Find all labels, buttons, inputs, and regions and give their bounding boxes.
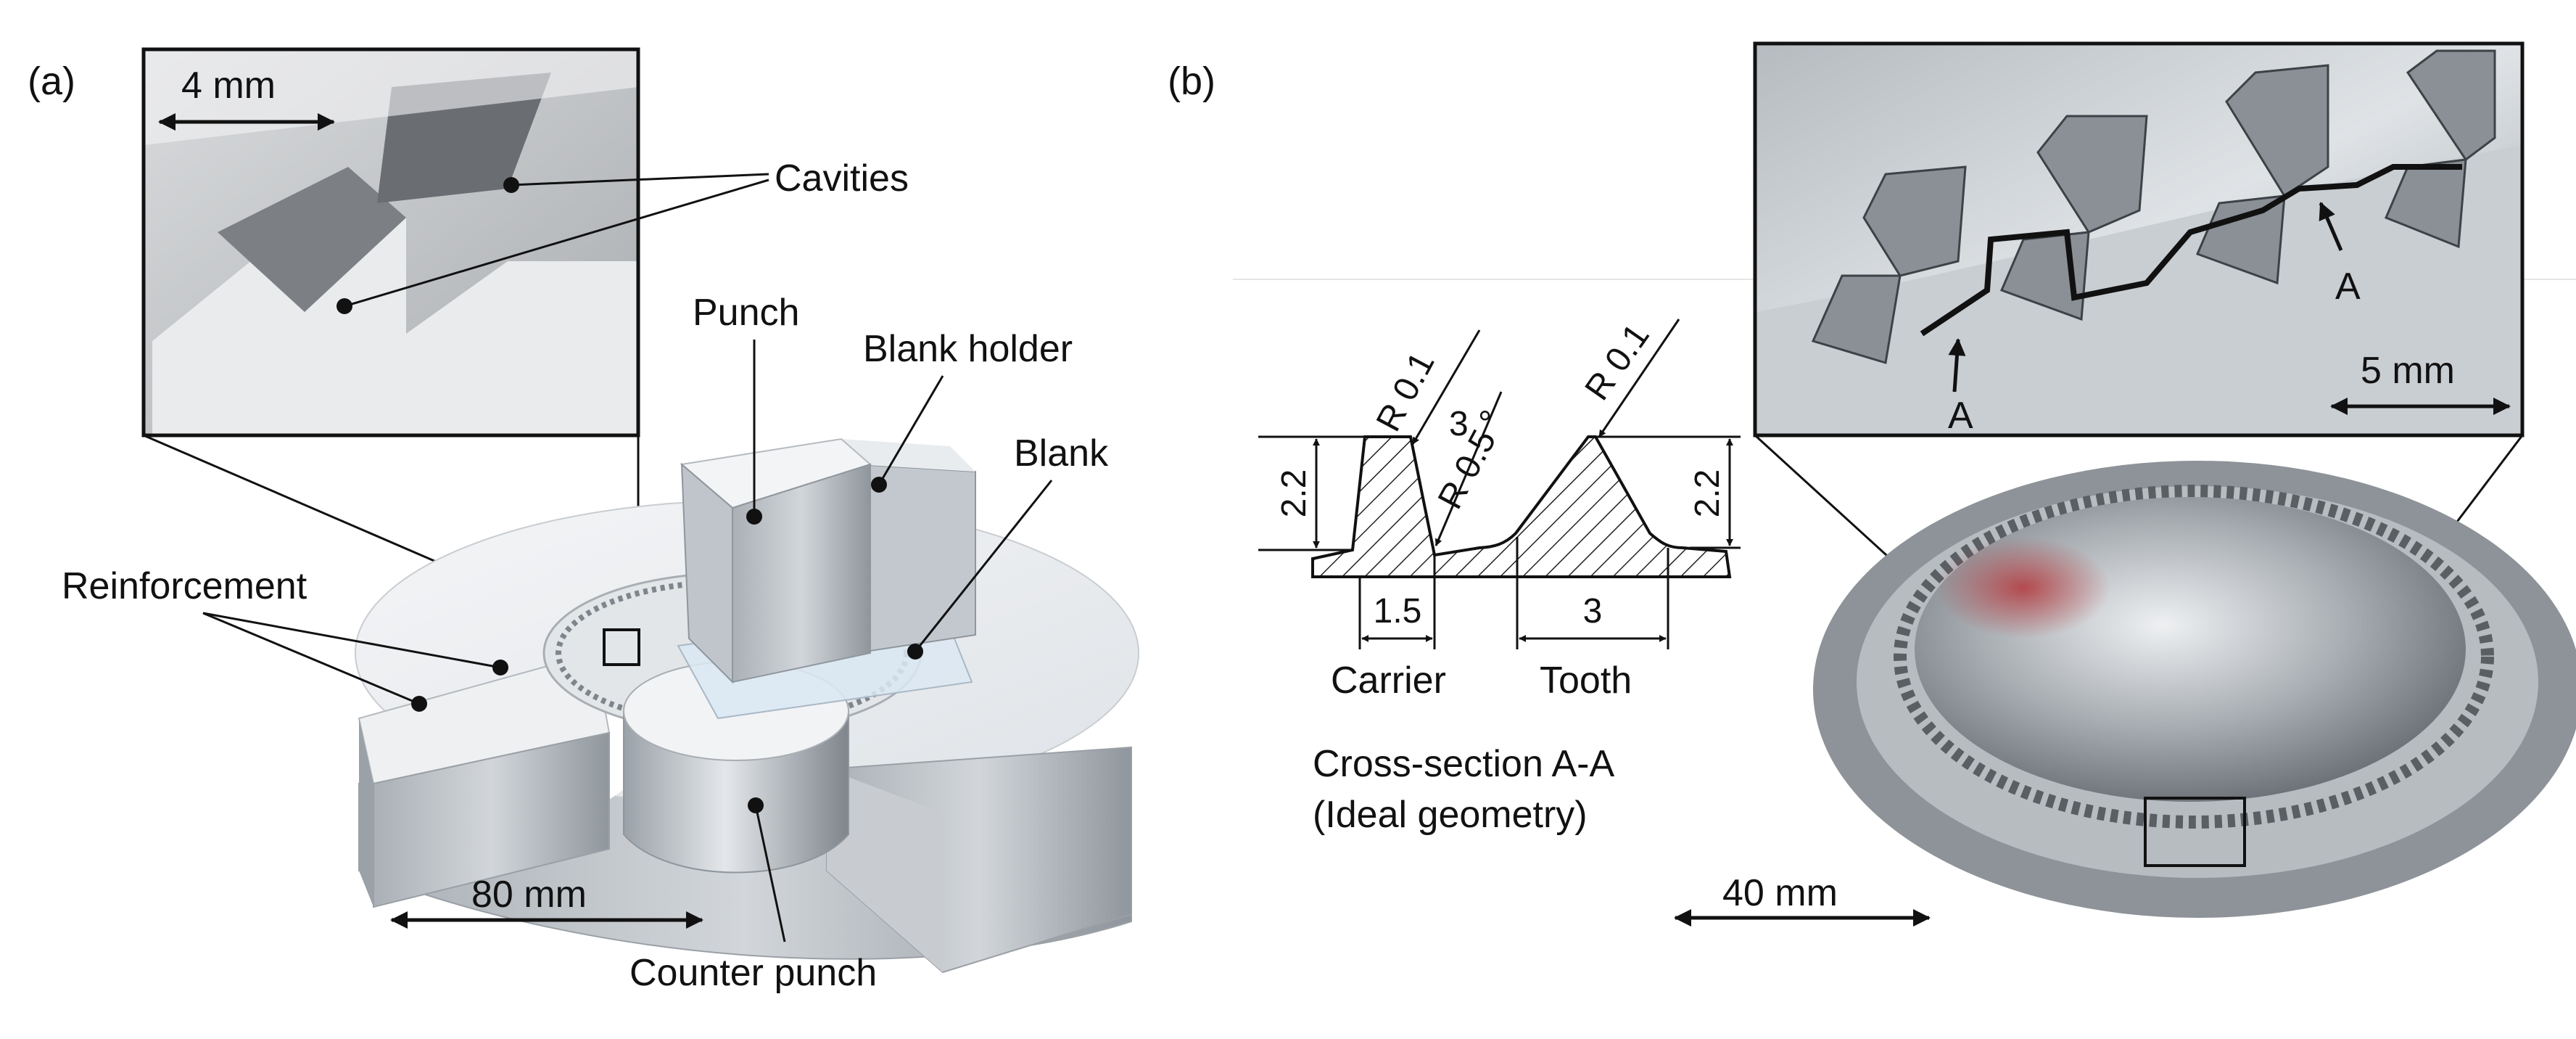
dot-punch (746, 509, 762, 525)
dim-text-carrier-width: 1.5 (1374, 592, 1422, 631)
dot-reinforcement-2 (411, 696, 427, 712)
reinforcement-left-edge (359, 718, 373, 907)
label-carrier: Carrier (1331, 660, 1446, 702)
inset-frame (141, 47, 640, 438)
leader-radius-root (1434, 391, 1503, 546)
dim-text-angle: 3 ° (1449, 405, 1492, 443)
label-tooth: Tooth (1540, 660, 1632, 702)
photo-frame (1753, 41, 2525, 438)
cavity-1 (218, 167, 406, 312)
dot-blank-holder (871, 477, 887, 493)
label-blank-holder: Blank holder (863, 328, 1073, 370)
dim-text-height-left: 2.2 (1275, 469, 1313, 518)
label-counter-punch: Counter punch (629, 952, 877, 994)
dot-blank (907, 644, 923, 660)
scale-text-80: 80 mm (471, 874, 587, 916)
section-profile (1311, 435, 1732, 578)
leader-cavity-1 (344, 178, 769, 308)
leader-counter-punch (754, 805, 786, 943)
blank-holder-face (855, 463, 976, 654)
label-reinforcement: Reinforcement (62, 565, 307, 607)
section-title-1: Cross-section A-A (1313, 743, 1614, 785)
leader-radius-top-left (1411, 329, 1481, 445)
leader-reinforcement-1 (202, 612, 501, 669)
section-title-2: (Ideal geometry) (1313, 794, 1588, 836)
panel-label-b: (b) (1168, 59, 1215, 103)
tooth-photo: A A 5 mm (1753, 41, 2525, 438)
photo-teeth (1811, 49, 2496, 364)
reinforcement-left-face (373, 731, 610, 908)
inset-scale-text: 4 mm (181, 65, 276, 107)
section-line-a-a (1920, 164, 2462, 337)
arrow-section-a-left (1948, 338, 1966, 393)
reinforcement-right-inner (827, 769, 943, 972)
label-cavities: Cavities (775, 157, 909, 200)
arrow-section-a-right (2319, 202, 2343, 251)
leader-blank-holder (878, 375, 944, 485)
formed-part (1813, 461, 2576, 918)
blank-holder-top (841, 439, 975, 472)
leader-reinforcement-2 (202, 612, 420, 705)
dot-cavity-2 (503, 177, 519, 193)
part-detail-box (2144, 797, 2246, 867)
panel-label-a: (a) (28, 59, 75, 103)
label-blank: Blank (1014, 432, 1109, 475)
dim-text-radius-top-left: R 0.1 (1369, 346, 1442, 438)
leader-radius-top-right (1598, 319, 1680, 438)
photo-scale-text: 5 mm (2361, 350, 2455, 392)
dot-reinforcement-1 (492, 660, 508, 675)
dim-text-radius-top-right: R 0.1 (1578, 317, 1657, 407)
tool-assembly (355, 438, 1139, 974)
section-mark-right: A (2335, 266, 2361, 308)
leader-cavity-2 (511, 173, 769, 186)
part-red-reflection (1936, 537, 2110, 638)
cavity-inset: 4 mm (141, 47, 640, 438)
detail-box-small (603, 628, 640, 666)
part-teeth-ring (1894, 485, 2494, 829)
dim-text-tooth-width: 3 (1583, 592, 1603, 631)
punch-side-front (732, 463, 871, 683)
cross-section: 2.2 2.2 1.5 3 R 0.1 R 0.5 R 0.1 3 ° Carr… (1233, 279, 2576, 836)
dot-cavity-1 (337, 298, 352, 314)
leader-blank (914, 480, 1053, 652)
callouts-a: Cavities Punch Blank holder Blank Reinfo… (62, 157, 1109, 994)
dim-text-height-right: 2.2 (1688, 469, 1727, 518)
scale-text-40: 40 mm (1722, 872, 1838, 914)
section-mark-left: A (1948, 395, 1973, 437)
label-punch: Punch (693, 292, 799, 334)
